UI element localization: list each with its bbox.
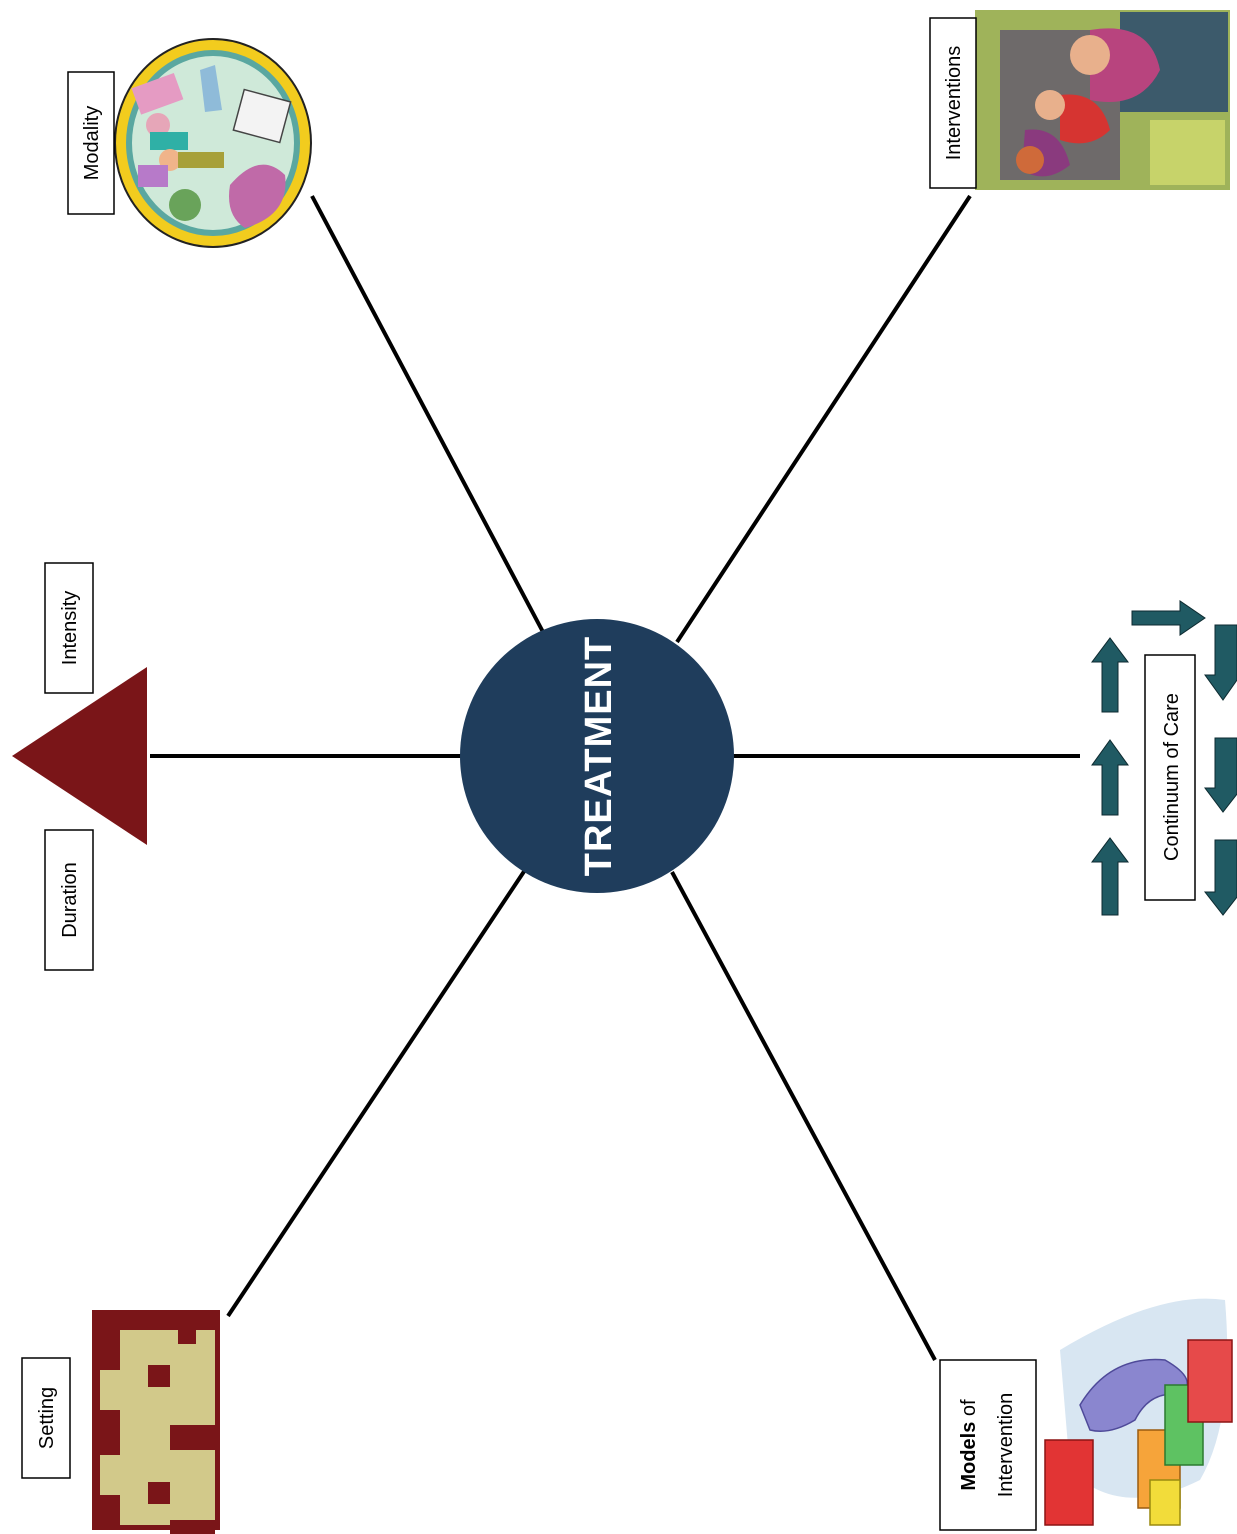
arrows-icon (1091, 600, 1237, 916)
arrow-down-3 (1203, 839, 1237, 916)
spoke-line-setting (226, 868, 527, 1318)
models-label-line2: Intervention (995, 1393, 1017, 1498)
modality-label-box: Modality (67, 71, 115, 215)
duration-label-box: Duration (44, 829, 94, 971)
setting-label-box: Setting (21, 1357, 71, 1479)
duration-label: Duration (59, 862, 81, 938)
group-therapy-icon (114, 38, 312, 248)
intensity-label-box: Intensity (44, 562, 94, 694)
continuum-label-box: Continuum of Care (1144, 654, 1196, 901)
arrow-down-2 (1204, 737, 1237, 813)
intensity-label: Intensity (59, 591, 81, 665)
arrow-right (1131, 600, 1206, 636)
models-label-box: Models of Intervention (939, 1359, 1037, 1531)
spoke-lines (150, 194, 1080, 1361)
models-label-bold: Models (958, 1422, 980, 1491)
continuum-label: Continuum of Care (1161, 693, 1183, 861)
treatment-label: TREATMENT (578, 636, 620, 877)
models-label-rest: of (958, 1399, 980, 1422)
arrow-up-1 (1091, 837, 1129, 916)
building-blocks-icon (1044, 1298, 1233, 1526)
spoke-line-models (670, 871, 937, 1361)
arrow-up-3 (1091, 637, 1129, 713)
house-icon (92, 1310, 220, 1534)
spoke-line-interventions (675, 194, 972, 644)
spoke-line-modality (310, 195, 545, 633)
triangle-icon (12, 667, 147, 845)
arrow-up-2 (1091, 739, 1129, 816)
interventions-label: Interventions (943, 46, 965, 161)
treatment-hub (460, 619, 734, 893)
interventions-label-box: Interventions (929, 17, 977, 189)
models-label-line1: Models of (958, 1399, 980, 1491)
modality-label: Modality (81, 106, 103, 180)
setting-label: Setting (36, 1387, 58, 1449)
classroom-photo-icon (975, 10, 1230, 190)
arrow-down-1 (1204, 624, 1237, 701)
